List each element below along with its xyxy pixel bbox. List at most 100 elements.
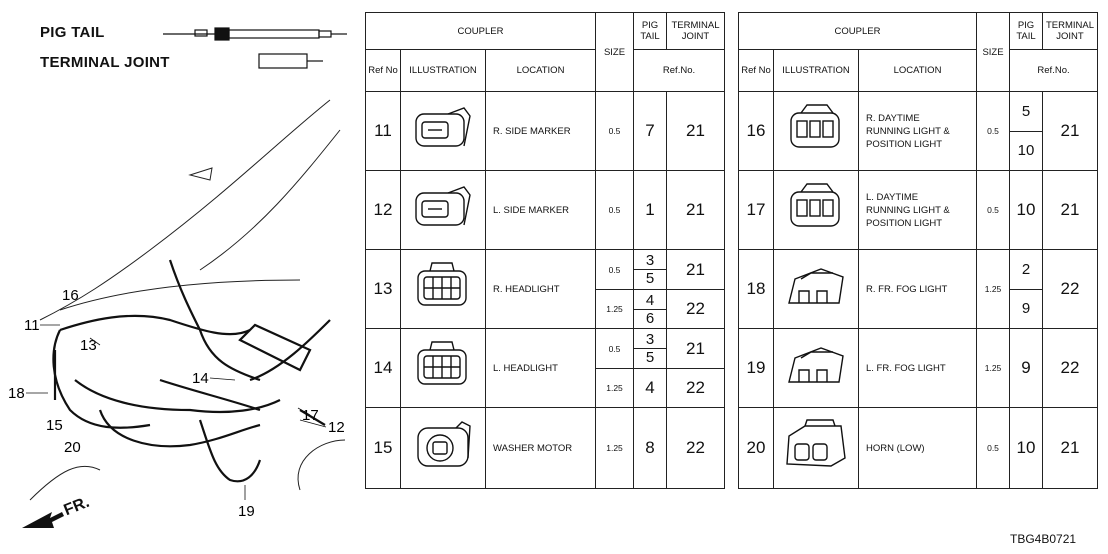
location-text: POSITION LIGHT [866,138,943,150]
terminal-joint-value: 21 [666,91,726,171]
hood-line [39,99,331,321]
coupler-illustration [773,91,859,171]
location-text: HORN (LOW) [857,407,978,489]
coupler-header: COUPLER [737,12,978,50]
location-text: RUNNING LIGHT & [866,125,950,137]
coupler-illustration [400,407,486,489]
location-header: LOCATION [484,49,597,92]
coupler-illustration [773,170,859,250]
callout-20: 20 [64,439,81,456]
coupler-round-icon [417,420,471,467]
location-text: R. DAYTIME [866,112,920,124]
illustration-header: ILLUSTRATION [773,49,859,92]
size-value: 0.5 [595,170,635,250]
pig-tail-value: 3 [645,252,655,269]
coupler-illustration [773,328,859,408]
right-coupler-table: COUPLER SIZE PIG TAIL TERMINAL JOINT Ref… [737,12,1099,489]
terminal-joint-value: 21 [1042,407,1099,489]
ref-number: 15 [365,407,401,489]
terminal-joint-value: 21 [666,328,726,369]
terminal-joint-value: 21 [666,249,726,290]
pig-tail-value: 10 [1009,170,1044,250]
terminal-joint-header: TERMINAL JOINT [666,12,726,50]
coupler-2pin-icon [415,106,471,147]
table-row: 11 R. SIDE MARKER 0.5 7 21 [365,91,726,171]
left-coupler-table: COUPLER SIZE PIG TAIL TERMINAL JOINT Ref… [364,12,726,489]
ref-number: 20 [738,407,774,489]
callout-18: 18 [8,385,25,402]
harness-diagram: 16 11 13 18 15 20 14 17 12 19 [8,99,346,528]
front-arrow-icon [22,512,64,528]
coupler-3pin-icon [790,103,840,148]
size-value: 1.25 [976,328,1011,408]
table-row: 15 WASHER MOTOR 1.25 8 22 [365,407,726,489]
pig-tail-value: 8 [633,407,668,489]
coupler-3pin-icon [790,182,840,227]
size-value: 1.25 [595,289,635,329]
size-value: 0.5 [595,249,635,290]
coupler-illustration [400,249,486,329]
callout-19: 19 [238,503,255,520]
legend-terminal-joint-label: TERMINAL JOINT [40,54,170,71]
ref-number: 16 [738,91,774,171]
table-row: 12 L. SIDE MARKER 0.5 1 21 [365,170,726,250]
pig-tail-value: 4 [645,291,655,309]
pig-tail-value: 1 [633,170,668,250]
coupler-illustration [773,407,859,489]
callout-14: 14 [192,370,209,387]
callout-12: 12 [328,419,345,436]
ref-number: 11 [365,91,401,171]
terminal-joint-value: 22 [1042,328,1099,408]
size-header: SIZE [976,12,1011,92]
coupler-illustration [400,328,486,408]
location-text: POSITION LIGHT [866,217,943,229]
table-row: 19 L. FR. FOG LIGHT 1.25 9 22 [738,328,1099,408]
terminal-joint-value: 21 [666,170,726,250]
location-text: RUNNING LIGHT & [866,204,950,216]
ref-number: 19 [738,328,774,408]
location-text: R. FR. FOG LIGHT [857,249,978,329]
terminal-joint-value: 22 [666,407,726,489]
callout-13: 13 [80,337,97,354]
coupler-fog-icon [788,267,844,304]
pig-tail-header: PIG TAIL [633,12,668,50]
terminal-joint-value: 21 [1042,170,1099,250]
size-value: 0.5 [595,328,635,369]
terminal-joint-header: TERMINAL JOINT [1042,12,1099,50]
callout-11: 11 [24,317,40,334]
terminal-joint-value: 22 [1042,249,1099,329]
pig-tail-value: 9 [1009,328,1044,408]
coupler-multipin-icon [417,340,467,385]
ref-number: 13 [365,249,401,329]
pig-tail-value: 6 [634,308,666,327]
ref-number: 14 [365,328,401,408]
size-value: 0.5 [976,170,1011,250]
pig-tail-value: 7 [633,91,668,171]
pig-tail-value: 5 [634,269,666,287]
size-header: SIZE [595,12,635,92]
location-header: LOCATION [857,49,978,92]
pig-tail-value: 5 [634,348,666,366]
size-value: 0.5 [595,91,635,171]
coupler-fog-icon [788,346,844,383]
location-text: L. DAYTIME [866,191,919,203]
mirror-shape [188,167,213,181]
ref-number: 17 [738,170,774,250]
ref-no-header: Ref No [365,49,401,92]
ref-number: 12 [365,170,401,250]
size-value: 1.25 [976,249,1011,329]
location-text: L. SIDE MARKER [484,170,597,250]
location-text: R. SIDE MARKER [484,91,597,171]
pig-tail-header: PIG TAIL [1009,12,1044,50]
pig-tail-value: 2 [1021,260,1031,278]
location-text: R. HEADLIGHT [484,249,597,329]
legend-symbols [163,27,347,69]
body-line [199,129,341,271]
pig-tail-symbol [163,27,347,41]
legend-pig-tail-label: PIG TAIL [40,24,105,41]
size-value: 1.25 [595,368,635,408]
